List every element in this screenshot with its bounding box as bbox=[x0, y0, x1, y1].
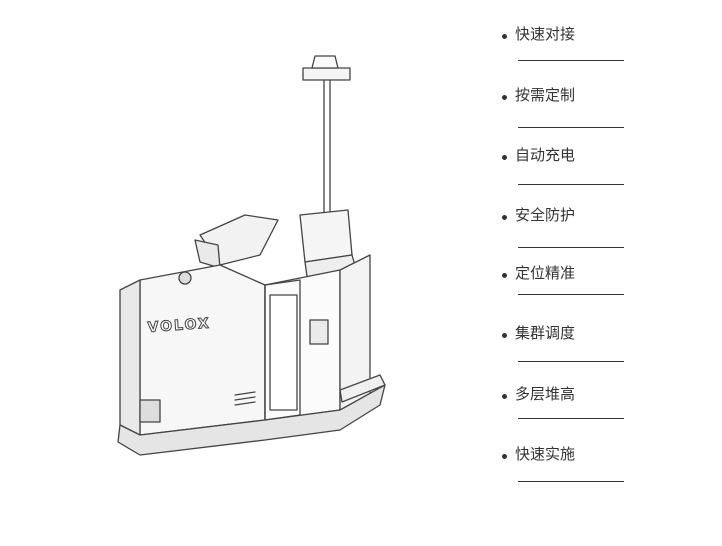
divider bbox=[518, 481, 624, 482]
bullet-icon bbox=[502, 333, 507, 338]
feature-label: 按需定制 bbox=[515, 86, 576, 104]
bullet-icon bbox=[502, 454, 507, 459]
feature-label: 集群调度 bbox=[515, 324, 576, 342]
feature-label: 快速对接 bbox=[515, 25, 576, 43]
divider bbox=[518, 127, 624, 128]
agv-forklift-illustration: VOLOX bbox=[117, 55, 386, 456]
feature-label: 快速实施 bbox=[515, 445, 576, 463]
divider bbox=[518, 60, 624, 61]
bullet-icon bbox=[502, 34, 507, 39]
bullet-icon bbox=[502, 155, 507, 160]
divider bbox=[518, 418, 624, 419]
divider bbox=[518, 294, 624, 295]
feature-list: 快速对接 按需定制 自动充电 安全防护 定位精准 集群调度 多层堆高 快速实施 bbox=[500, 0, 640, 546]
svg-text:VOLOX: VOLOX bbox=[147, 316, 211, 336]
divider bbox=[518, 361, 624, 362]
bullet-icon bbox=[502, 394, 507, 399]
divider bbox=[518, 247, 624, 248]
bullet-icon bbox=[502, 215, 507, 220]
bullet-icon bbox=[502, 95, 507, 100]
bullet-icon bbox=[502, 273, 507, 278]
feature-label: 自动充电 bbox=[515, 146, 576, 164]
feature-label: 多层堆高 bbox=[515, 385, 576, 403]
feature-label: 定位精准 bbox=[515, 264, 576, 282]
feature-label: 安全防护 bbox=[515, 206, 576, 224]
divider bbox=[518, 184, 624, 185]
